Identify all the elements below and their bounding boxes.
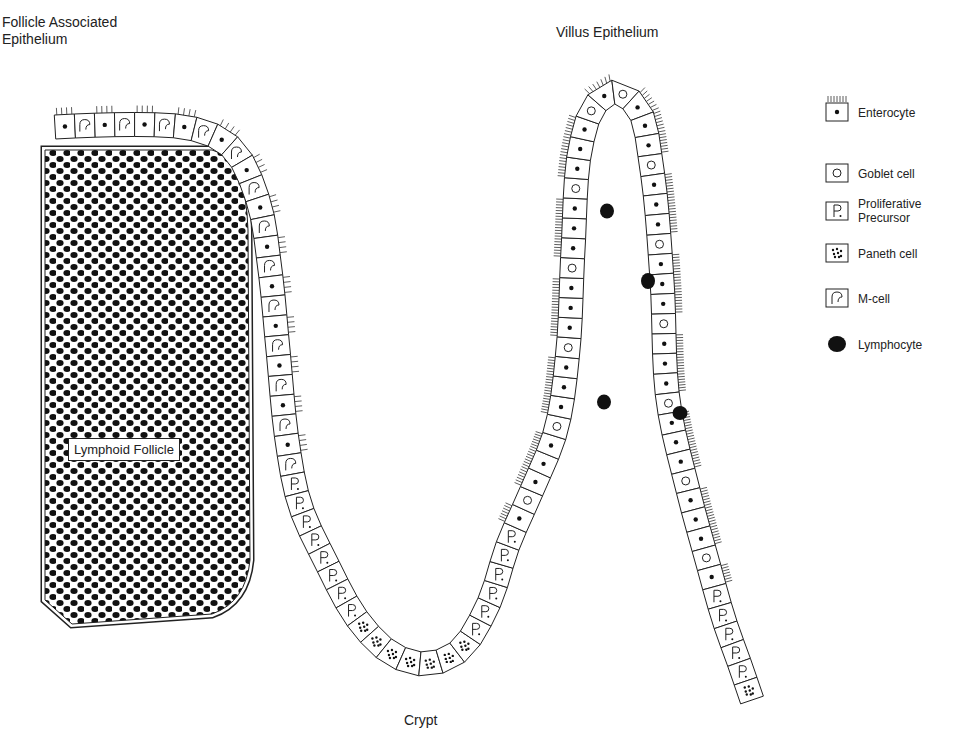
- legend-sample: [826, 244, 848, 262]
- cell: [94, 106, 115, 137]
- cell: [54, 107, 75, 139]
- cell: [635, 133, 668, 156]
- cell: [254, 235, 287, 258]
- cell: [558, 157, 591, 179]
- cell: [551, 298, 583, 319]
- cell: [563, 178, 588, 199]
- cell: [74, 113, 95, 138]
- cell: [546, 356, 579, 378]
- cell: [555, 337, 581, 359]
- cell: [677, 487, 712, 513]
- cell: [251, 215, 278, 239]
- cell: [554, 238, 586, 259]
- cell: [643, 193, 676, 215]
- legend-sample: [826, 164, 848, 182]
- legend-sample: [828, 336, 846, 352]
- label-box: Lymphoid Follicle: [68, 438, 180, 461]
- cell: [734, 677, 763, 704]
- cell: [651, 293, 683, 314]
- cell: [135, 106, 155, 137]
- cell: [268, 374, 294, 396]
- box-text: Lymphoid Follicle: [74, 442, 174, 457]
- cell: [652, 333, 684, 354]
- cell: [114, 112, 134, 136]
- cell: [647, 233, 672, 255]
- legend-sample: [826, 202, 848, 220]
- legend-label: Proliferative Precursor: [858, 197, 940, 226]
- cell: [555, 218, 587, 239]
- cell: [555, 198, 587, 219]
- region-label: Crypt: [404, 712, 437, 729]
- legend-label: Goblet cell: [858, 167, 915, 181]
- cell: [652, 313, 676, 334]
- region-label: Follicle Associated Epithelium: [2, 14, 152, 48]
- cell: [544, 376, 577, 399]
- legend-label: M-cell: [858, 292, 890, 306]
- cell: [560, 258, 585, 279]
- legend-sample: [826, 289, 848, 307]
- cell: [265, 335, 291, 357]
- cell: [256, 255, 282, 278]
- cell: [631, 111, 665, 137]
- cell: [274, 433, 307, 456]
- cell: [645, 213, 677, 235]
- cell: [246, 194, 280, 219]
- cell: [638, 154, 665, 177]
- cell: [272, 414, 298, 437]
- cell: [654, 373, 686, 395]
- cell: [641, 173, 674, 196]
- legend-symbols: [826, 96, 848, 352]
- cell: [259, 275, 292, 297]
- cell: [653, 353, 685, 374]
- cell: [541, 395, 575, 419]
- cell: [585, 74, 615, 110]
- cell: [648, 253, 680, 275]
- region-label: Villus Epithelium: [556, 24, 658, 41]
- epithelial-cells: [54, 74, 763, 703]
- lymphoid-follicle: [45, 150, 250, 624]
- cell: [550, 317, 582, 338]
- cell: [667, 449, 702, 474]
- legend-sample: [826, 96, 848, 121]
- cell: [552, 278, 584, 299]
- cell: [267, 354, 299, 376]
- legend-label: Paneth cell: [858, 247, 917, 261]
- cell: [261, 295, 287, 317]
- lymphocytes: [597, 204, 688, 421]
- cell: [396, 648, 421, 676]
- cell: [263, 315, 295, 337]
- cell: [270, 394, 303, 416]
- legend-label: Lymphocyte: [858, 338, 922, 352]
- cell: [662, 430, 696, 455]
- legend-label: Enterocyte: [858, 106, 915, 120]
- cell: [154, 113, 175, 138]
